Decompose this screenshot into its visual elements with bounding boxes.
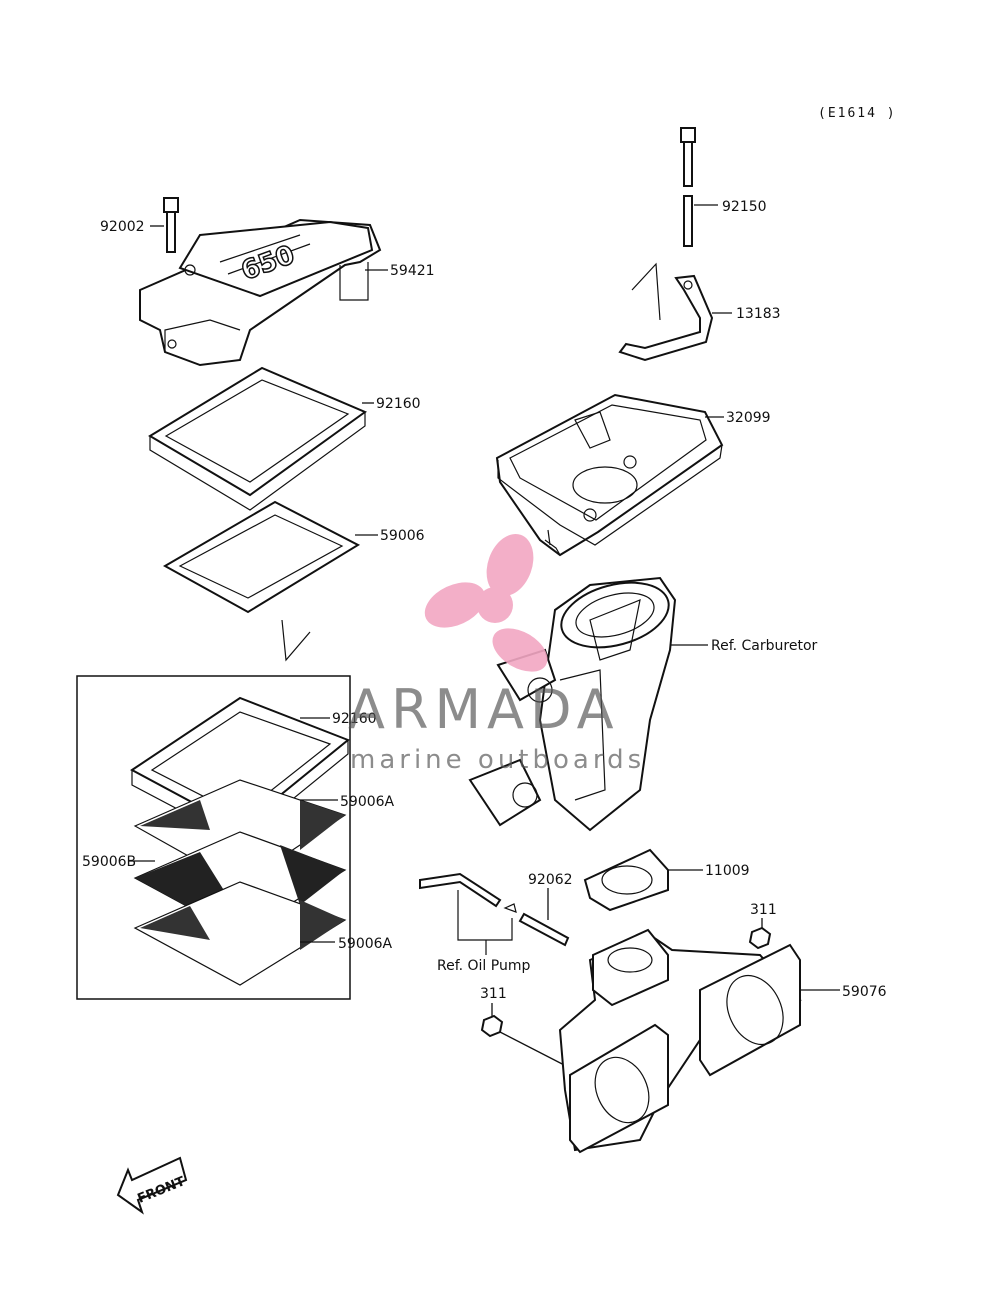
label-92160-top: 92160 [376, 396, 421, 412]
watermark-tagline: marine outboards [350, 745, 645, 775]
label-311-left: 311 [480, 986, 507, 1002]
label-92062: 92062 [528, 872, 573, 888]
label-59006: 59006 [380, 528, 425, 544]
filter-element-59006a-bottom [133, 881, 347, 986]
label-92002: 92002 [100, 219, 145, 235]
label-ref-carburetor: Ref. Carburetor [711, 638, 818, 654]
label-92160-box: 92160 [332, 711, 377, 727]
label-ref-oil-pump: Ref. Oil Pump [437, 958, 530, 974]
bolt-92002 [150, 197, 179, 253]
nut-311-left [480, 1003, 571, 1069]
label-13183: 13183 [736, 306, 781, 322]
label-59006a-bottom: 59006A [338, 936, 393, 952]
filter-59006 [162, 500, 378, 614]
label-32099: 32099 [726, 410, 771, 426]
label-59421: 59421 [390, 263, 435, 279]
label-59006a-top: 59006A [340, 794, 395, 810]
armada-watermark: ARMADA marine outboards [348, 534, 645, 775]
propeller-logo [424, 534, 548, 672]
bracket-13183 [618, 274, 732, 362]
oil-pump-hose [419, 872, 517, 955]
bolt-92150 [680, 127, 718, 247]
front-arrow: FRONT [116, 1156, 187, 1215]
nut-311-right [748, 918, 772, 950]
air-cleaner-case-32099 [495, 393, 724, 557]
fitting-92062 [518, 888, 570, 947]
label-59006b: 59006B [82, 854, 136, 870]
watermark-brand: ARMADA [348, 678, 620, 741]
carburetor [468, 576, 708, 832]
gasket-11009 [583, 848, 703, 912]
label-59076: 59076 [842, 984, 887, 1000]
label-92150: 92150 [722, 199, 767, 215]
gasket-92160-top [148, 366, 374, 511]
intake-manifold-59076 [558, 928, 840, 1154]
air-cleaner-cover: 650 [139, 218, 382, 367]
label-11009: 11009 [705, 863, 750, 879]
diagram-code: (E1614 ) [818, 106, 897, 121]
detail-box [76, 675, 351, 1000]
label-311-right: 311 [750, 902, 777, 918]
